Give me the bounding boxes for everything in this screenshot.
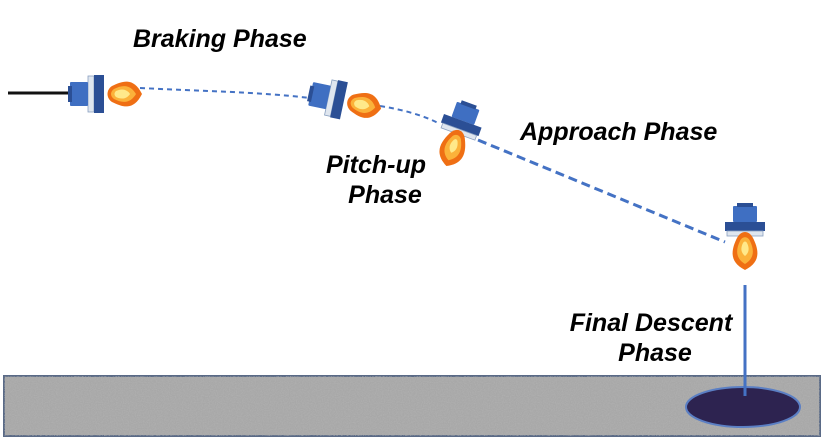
lander-final-descent: [725, 203, 765, 270]
lander-pitchup: [439, 100, 482, 166]
final-descent-phase-label: Final Descent Phase: [561, 308, 741, 368]
braking-phase-label: Braking Phase: [133, 25, 307, 53]
final-descent-phase-line2: Phase: [618, 339, 692, 367]
approach-phase-label: Approach Phase: [520, 118, 718, 146]
pitchup-phase-line2: Phase: [348, 181, 422, 209]
trajectory-pitchup: [379, 105, 441, 125]
pitchup-phase-line1: Pitch-up: [326, 151, 426, 179]
landing-site: [685, 386, 801, 428]
lunar-surface: [3, 375, 821, 437]
trajectory-braking: [139, 87, 311, 99]
trajectory-approach: [477, 138, 726, 244]
pitchup-phase-label: Pitch-up Phase: [326, 150, 426, 210]
final-descent-phase-line1: Final Descent: [569, 309, 733, 337]
lander-braking: [68, 75, 142, 113]
lander-braking-end: [307, 79, 382, 120]
